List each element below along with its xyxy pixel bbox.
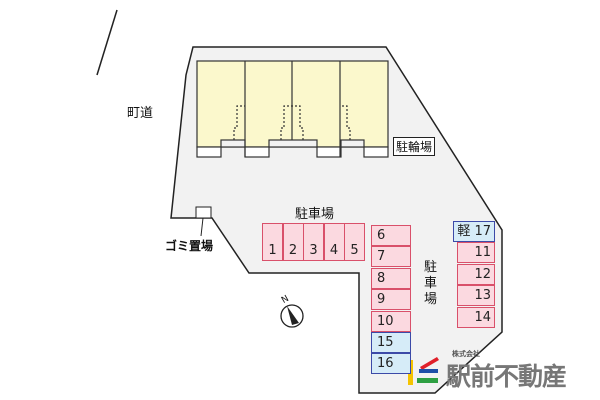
parking-space-3: 13 [457, 285, 495, 306]
parking-space-3: 3 [303, 223, 324, 261]
parking-space-16: 16 [371, 353, 411, 374]
parking-space-1: 1 [262, 223, 283, 261]
parking-label-side: 駐車場 [424, 260, 438, 307]
garbage-label: ゴミ置場 [165, 239, 214, 253]
bicycle-parking-label: 駐輪場 [393, 137, 436, 156]
parking-space-9: 9 [371, 289, 411, 310]
parking-space-2: 12 [457, 264, 495, 285]
garbage-box [195, 206, 212, 219]
parking-space-8: 8 [371, 268, 411, 289]
logo-company-type: 株式会社 [452, 350, 480, 358]
parking-space-4: 4 [323, 223, 345, 261]
parking-space-0: 軽 17 [453, 221, 495, 242]
parking-space-4: 14 [457, 307, 495, 328]
parking-label-top: 駐車場 [295, 207, 335, 222]
building [196, 60, 389, 158]
parking-space-10: 10 [371, 311, 411, 332]
compass-icon [280, 304, 304, 328]
parking-space-2: 2 [282, 223, 304, 261]
parking-space-1: 11 [457, 242, 495, 263]
parking-space-7: 7 [371, 246, 411, 267]
road-label: 町道 [127, 106, 154, 121]
logo-name: 駅前不動産 [446, 362, 567, 391]
parking-space-5: 5 [344, 223, 365, 261]
parking-space-15: 15 [371, 332, 411, 353]
parking-space-6: 6 [371, 225, 411, 246]
road-edge [96, 9, 118, 76]
garbage-leader [200, 217, 204, 237]
